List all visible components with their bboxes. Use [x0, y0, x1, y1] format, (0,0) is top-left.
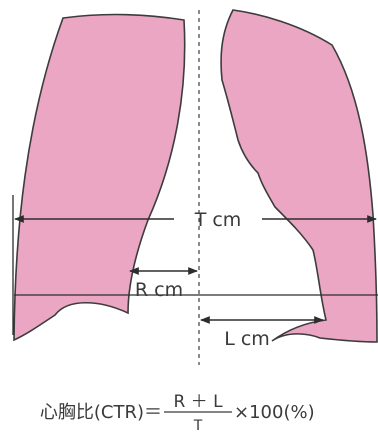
t-label: T cm [194, 209, 242, 231]
ctr-formula: 心胸比(CTR)＝ R ＋ L T ×100(%) [40, 392, 315, 433]
formula-suffix: ×100(%) [234, 402, 315, 423]
formula-denominator: T [193, 418, 203, 433]
left-lung [221, 10, 377, 342]
formula-prefix: 心胸比(CTR)＝ [40, 402, 162, 423]
formula-numerator: R ＋ L [173, 392, 223, 412]
l-label: L cm [224, 328, 270, 350]
r-label: R cm [135, 279, 183, 301]
